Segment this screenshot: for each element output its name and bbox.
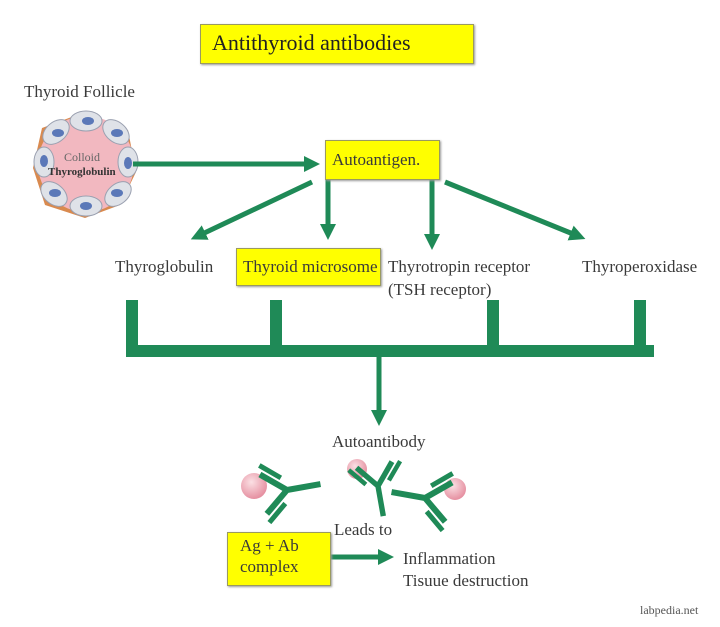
autoantigen-label: Autoantigen.: [332, 150, 421, 169]
follicle-label: Thyroid Follicle: [24, 82, 135, 101]
follicle-thyroglobulin-label: Thyroglobulin: [48, 166, 116, 178]
title: Antithyroid antibodies: [212, 30, 411, 55]
outcome-inflammation: Inflammation: [403, 549, 496, 568]
convergence-bracket: [126, 300, 654, 357]
arrow-to-thyroglobulin: [190, 179, 314, 240]
outcome-tissue-destruction: Tisuue destruction: [403, 571, 529, 590]
arrow-to-thyroperoxidase: [444, 179, 586, 241]
leads-to-label: Leads to: [334, 520, 393, 539]
complex-line1: Ag + Ab: [240, 536, 299, 555]
microsome-box: [236, 248, 381, 286]
target-thyroglobulin: Thyroglobulin: [115, 257, 214, 276]
thyroid-follicle-illustration: [33, 110, 139, 218]
complex-box: [227, 532, 331, 586]
target-tsh-receptor-alt: (TSH receptor): [388, 280, 492, 299]
watermark: labpedia.net: [640, 603, 699, 617]
colloid-label: Colloid: [64, 150, 101, 164]
title-box: [200, 24, 474, 64]
autoantigen-box: [325, 140, 440, 180]
antibody-antigen-illustration: [241, 456, 466, 531]
autoantibody-label: Autoantibody: [332, 432, 426, 451]
target-thyroperoxidase: Thyroperoxidase: [582, 257, 698, 276]
complex-line2: complex: [240, 557, 299, 576]
target-tsh-receptor: Thyrotropin receptor: [388, 257, 531, 276]
target-microsome: Thyroid microsome: [243, 257, 378, 276]
